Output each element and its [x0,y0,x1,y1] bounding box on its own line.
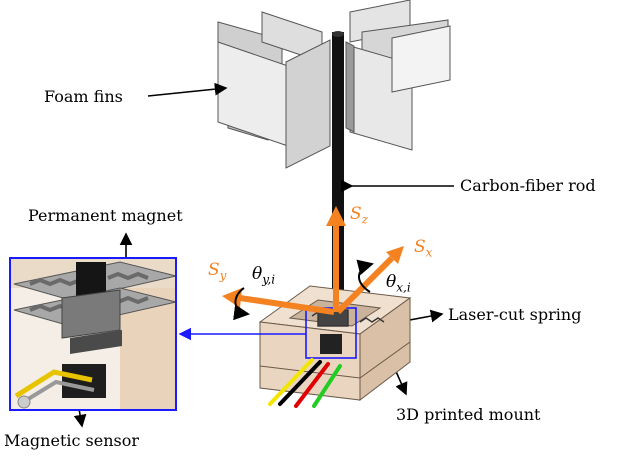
theta-x-label: θx,i [386,272,411,294]
sz-label: Sz [350,204,368,226]
permanent-magnet-label: Permanent magnet [28,206,183,225]
laser-spring-label: Laser-cut spring [448,305,582,324]
theta-y-sub: y,i [262,272,276,287]
theta-y-label: θy,i [252,264,275,286]
theta-y-main: θ [252,264,263,284]
laser-cut-spring [311,309,385,327]
mount-detail-box [305,307,357,359]
foam-fins [217,0,451,169]
sz-sub: z [361,212,368,227]
foam-fins-label: Foam fins [44,87,123,106]
sy-main: S [208,260,220,280]
carbon-rod-label: Carbon-fiber rod [460,176,596,195]
theta-x-arc [356,259,374,293]
theta-y-arc [233,287,250,321]
printed-mount-label: 3D printed mount [396,405,541,424]
sz-main: S [350,204,362,224]
sensor-axes [222,206,404,315]
foam-fins-leader [147,82,228,97]
sensor-wires [268,358,342,408]
sx-main: S [414,237,426,257]
sx-label: Sx [414,237,432,259]
sx-sub: x [425,245,433,260]
theta-x-sub: x,i [396,280,411,295]
theta-x-main: θ [386,272,397,292]
sy-label: Sy [208,260,226,282]
sy-sub: y [219,268,227,283]
magnetic-sensor-label: Magnetic sensor [4,431,140,450]
zoom-inset [9,257,177,411]
